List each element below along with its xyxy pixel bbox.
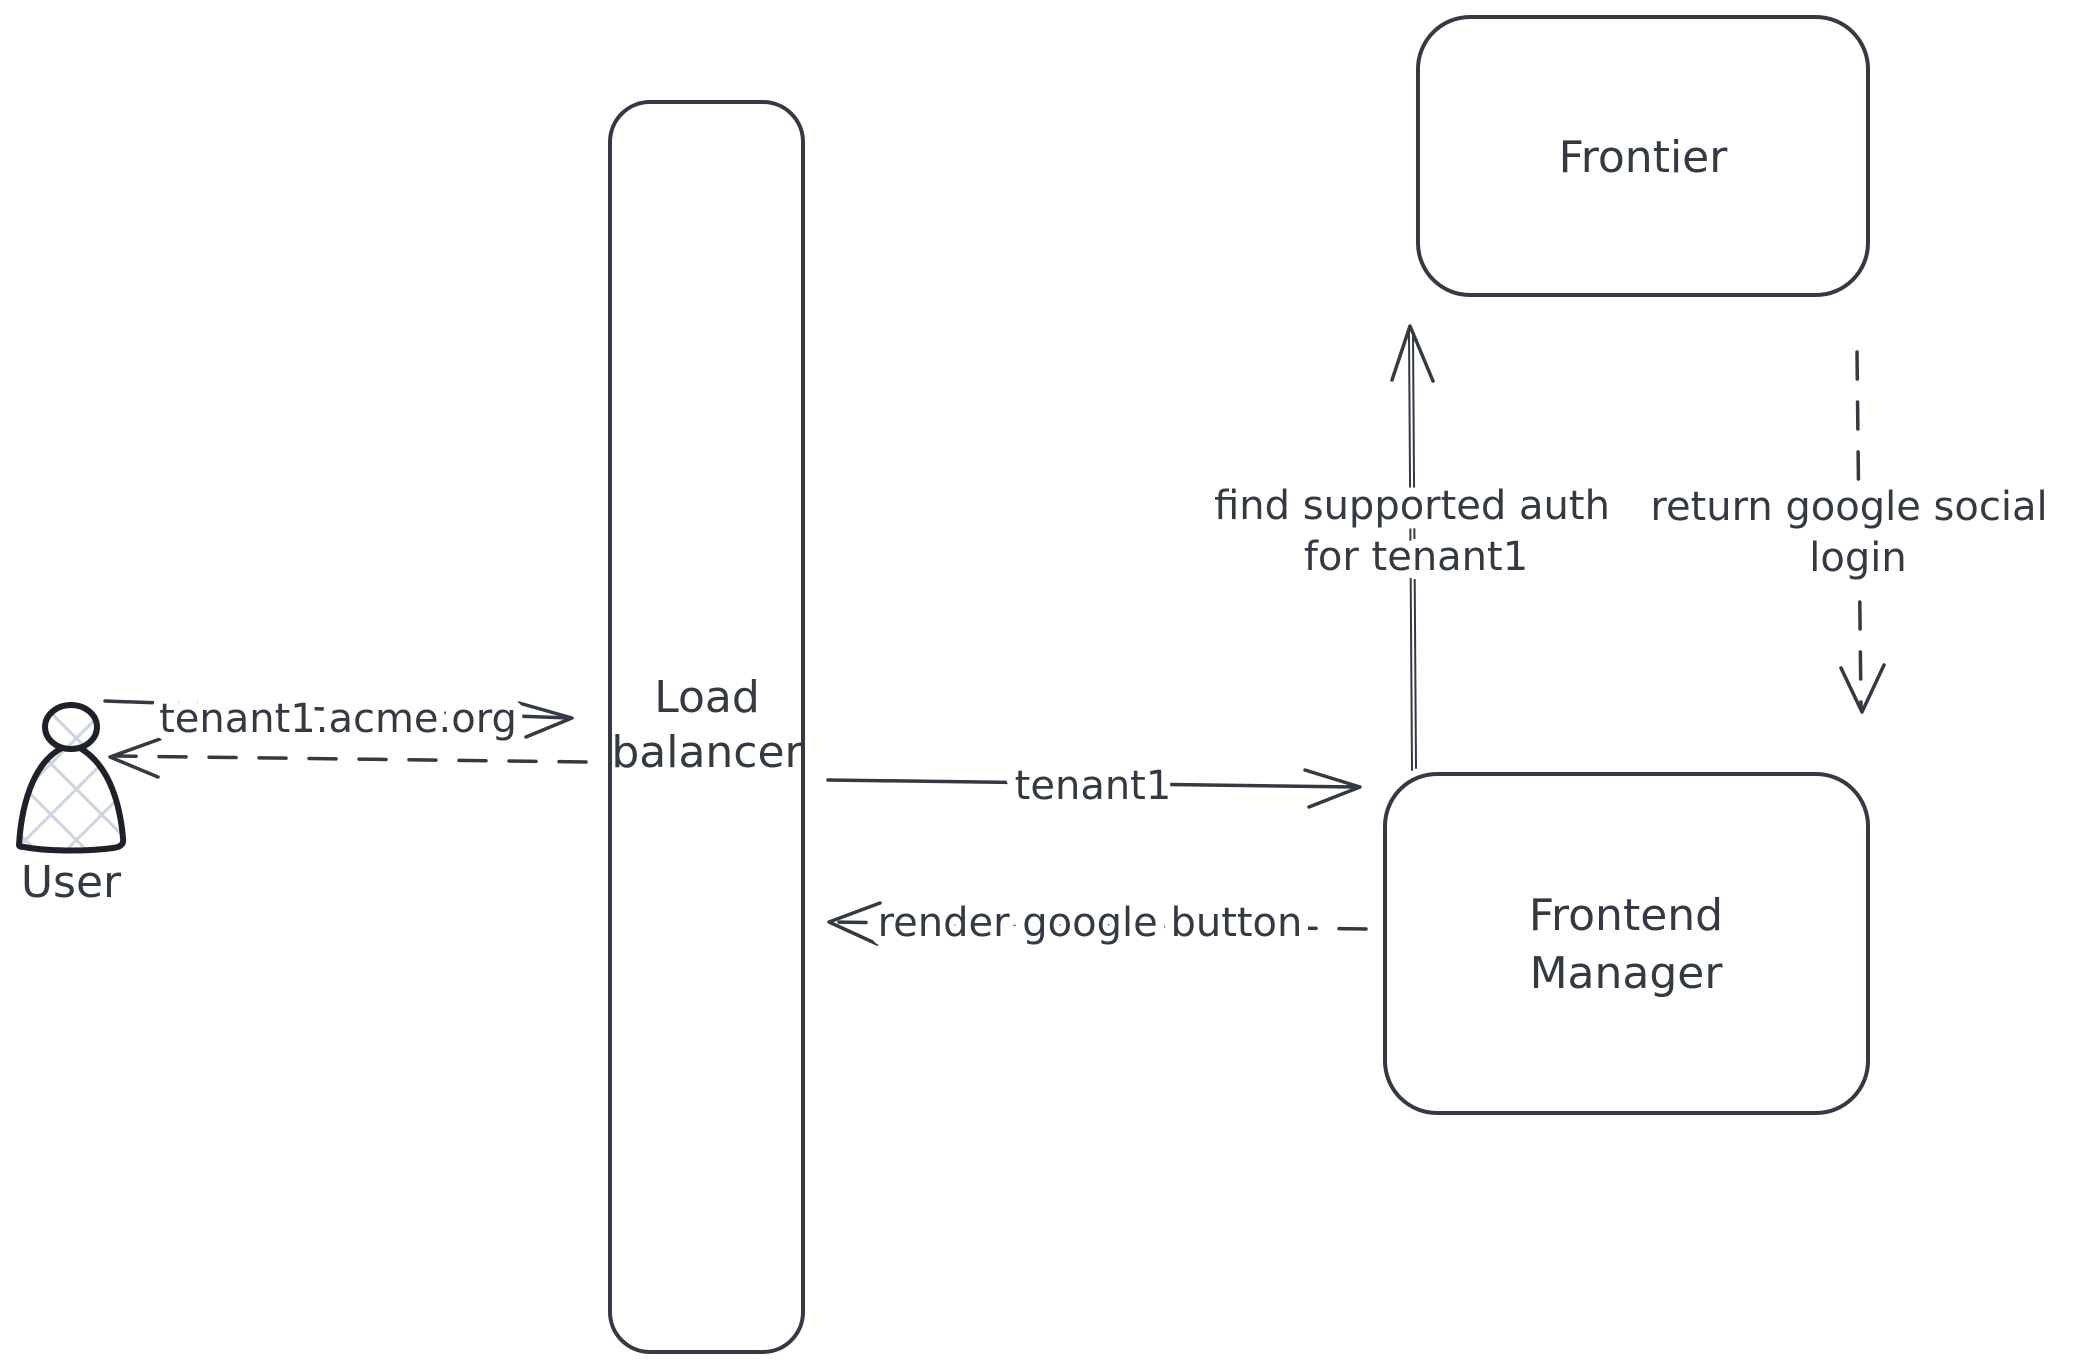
arrowhead-lb-to-fm <box>1303 768 1362 809</box>
edge-label-return-google-social-line2: login <box>1809 535 1906 581</box>
user-icon <box>16 702 127 854</box>
edge-fm-to-frontier-overdraw <box>1412 333 1417 769</box>
edge-lb-to-fm <box>826 778 1358 789</box>
edge-lb-to-user <box>112 754 588 764</box>
edge-label-tenant1: tenant1 <box>1015 763 1172 809</box>
arrowhead-lb-to-user <box>108 737 162 779</box>
frontend-manager-label-line1: Frontend <box>1529 890 1723 941</box>
frontend-manager-label-line2: Manager <box>1530 948 1724 999</box>
edge-label-render-google-button: render google button <box>878 900 1303 946</box>
edge-label-return-google-social-line1: return google social <box>1650 484 2047 530</box>
user-icon-body <box>16 742 127 854</box>
user-icon-head <box>42 702 100 752</box>
edge-fm-to-frontier <box>1408 331 1413 771</box>
arrowhead-user-to-lb <box>517 701 574 739</box>
frontend-manager-box <box>1383 772 1870 1115</box>
frontier-label: Frontier <box>1559 132 1729 183</box>
edge-user-to-lb <box>103 699 572 720</box>
edge-label-tenant1-acme-org: tenant1.acme.org <box>159 696 517 742</box>
edge-frontier-to-fm <box>1855 350 1863 710</box>
edge-label-find-supported-auth-line1: find supported auth <box>1214 483 1610 529</box>
load-balancer-label-line2: balancer <box>611 727 803 778</box>
edge-label-find-supported-auth-line2: for tenant1 <box>1304 534 1528 580</box>
arrowhead-frontier-to-fm <box>1839 663 1886 714</box>
frontier-box <box>1416 15 1870 297</box>
load-balancer-box <box>608 100 805 1354</box>
user-label: User <box>21 857 122 908</box>
arrowhead-fm-to-frontier <box>1390 324 1435 383</box>
edge-fm-to-lb <box>830 920 1368 931</box>
arrowhead-fm-to-lb <box>827 901 882 946</box>
load-balancer-label-line1: Load <box>654 672 760 723</box>
